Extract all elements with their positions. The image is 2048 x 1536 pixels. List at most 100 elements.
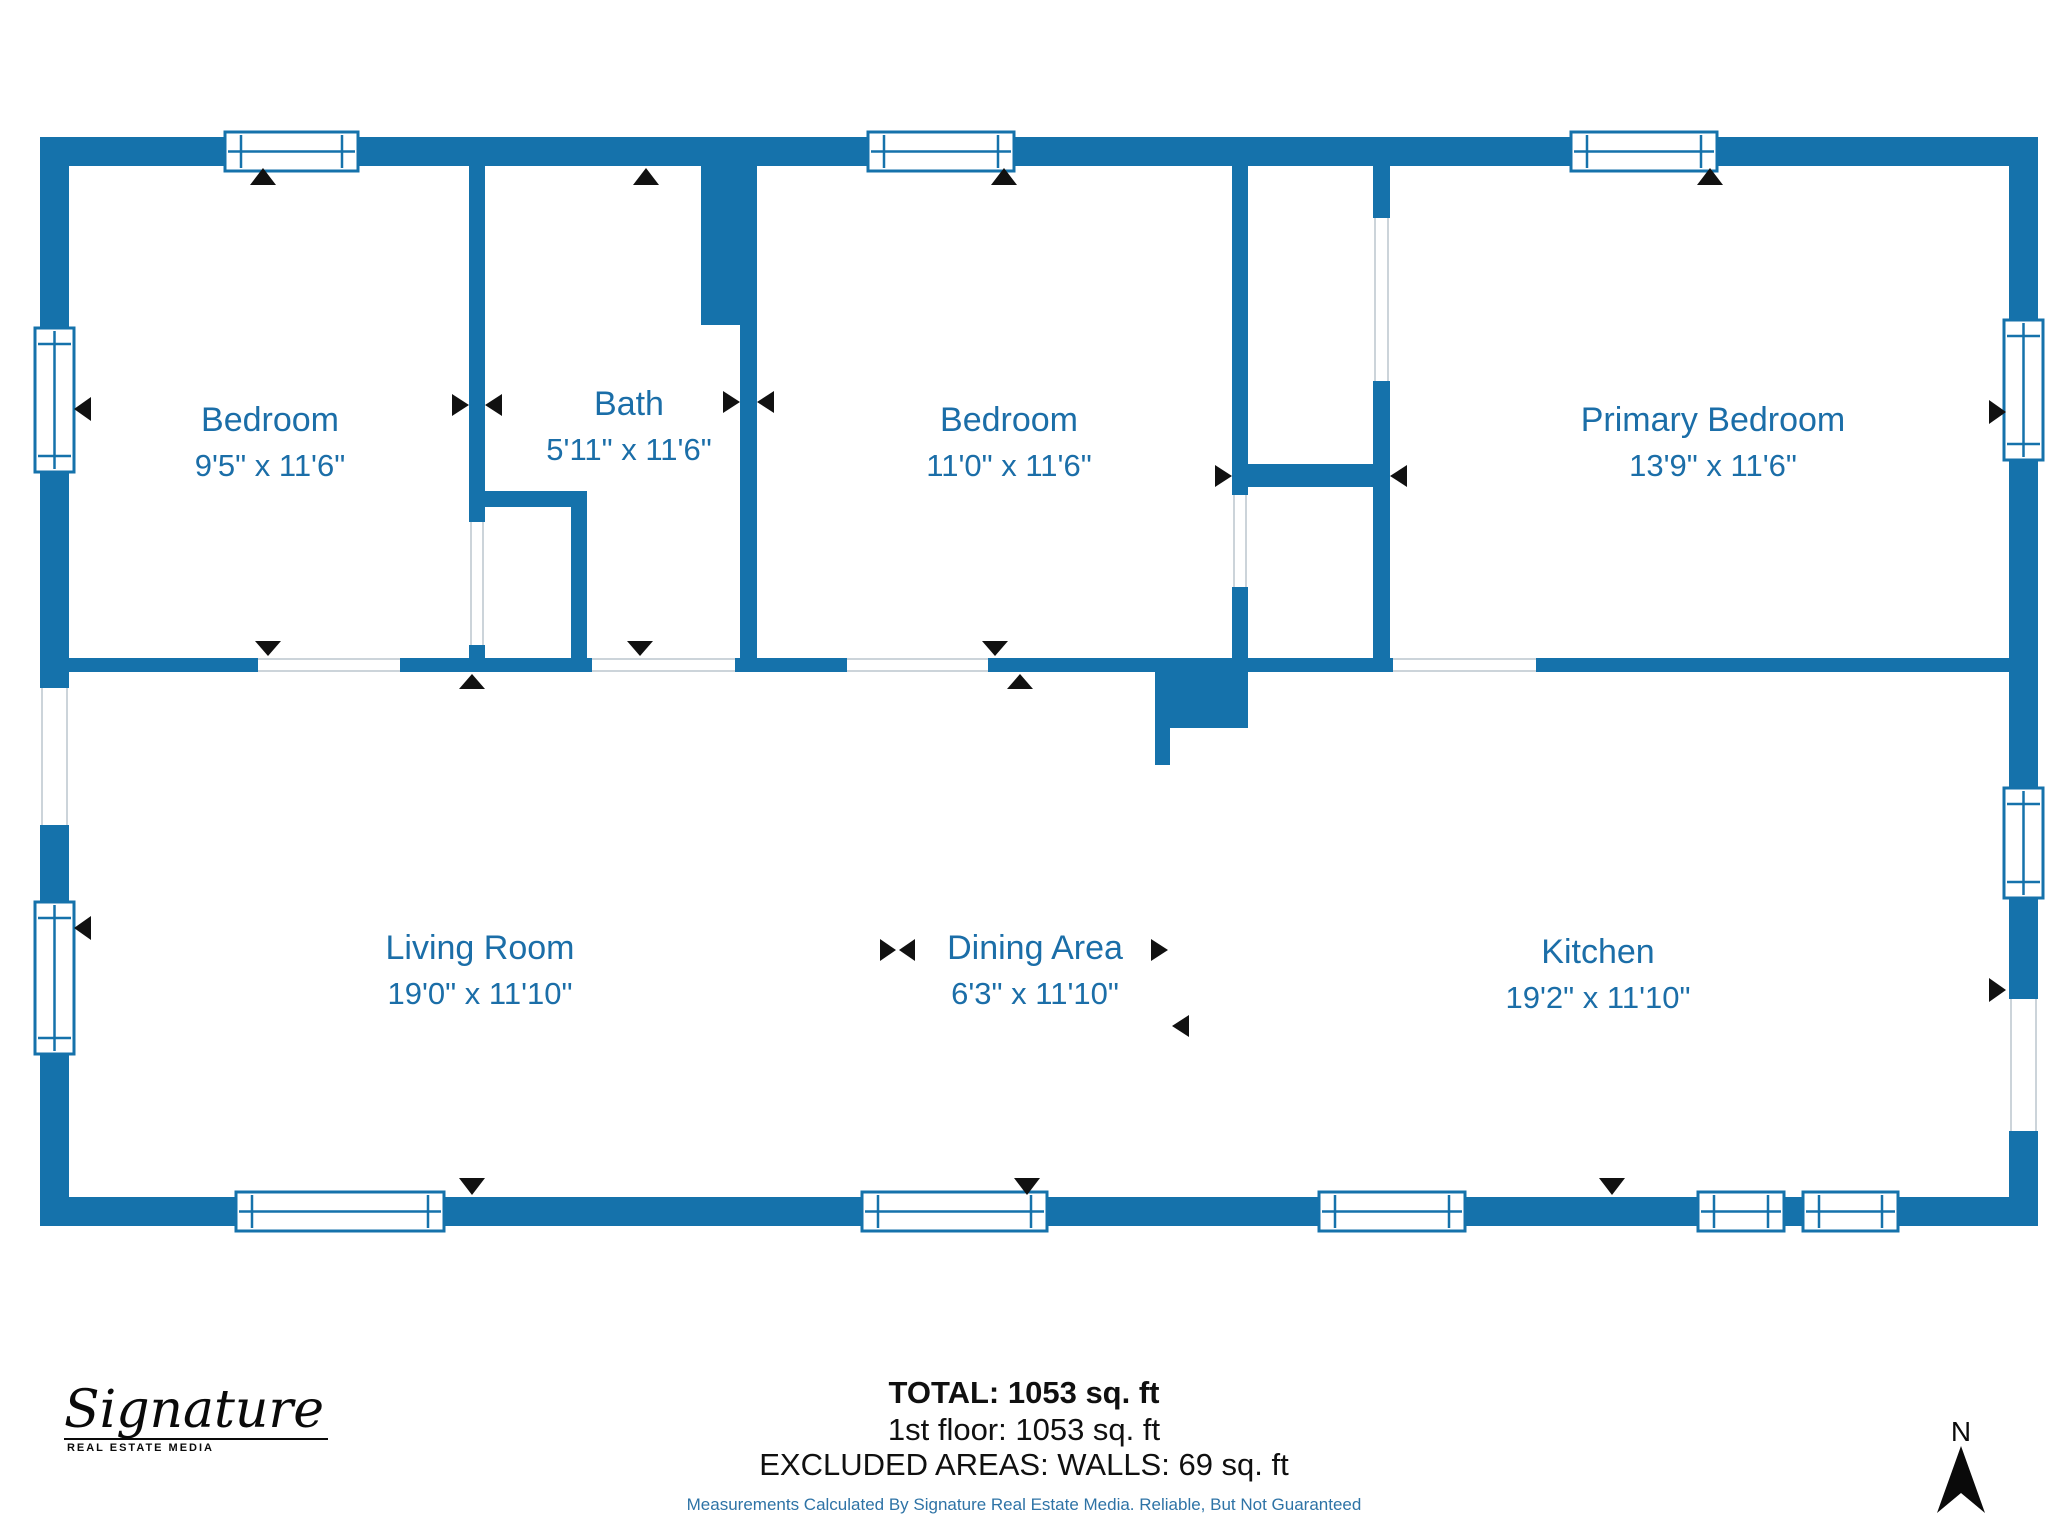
room-dims-bedroom1: 9'5" x 11'6" <box>195 448 345 483</box>
arrow-left-icon <box>899 939 915 961</box>
room-label-bedroom2: Bedroom <box>940 401 1078 439</box>
disclaimer-text: Measurements Calculated By Signature Rea… <box>686 1495 1362 1514</box>
wall-mid-seg-5 <box>1536 658 2010 672</box>
wall-bath-closet-top <box>485 491 587 507</box>
excluded-areas-text: EXCLUDED AREAS: WALLS: 69 sq. ft <box>759 1447 1289 1482</box>
wall-mid-seg-2 <box>400 658 592 672</box>
windows <box>33 130 2045 1233</box>
arrow-right-icon <box>1989 400 2006 424</box>
wall-bedroom1-bath-upper <box>469 166 485 522</box>
wall-bedroom2-closet-lower <box>1232 587 1248 672</box>
wall-left-upper <box>40 137 69 328</box>
window <box>234 1190 446 1233</box>
north-label: N <box>1950 1416 1972 1447</box>
threshold-primary-opening <box>1393 658 1536 672</box>
wall-mid-seg-1 <box>69 658 258 672</box>
room-dims-primary-bedroom: 13'9" x 11'6" <box>1629 448 1797 483</box>
arrow-right-icon <box>1215 465 1232 487</box>
window <box>33 326 76 474</box>
threshold-closet2-door <box>1233 495 1247 587</box>
arrow-right-icon <box>723 391 740 413</box>
wall-closet-primary-upper <box>1373 166 1390 218</box>
window <box>2002 318 2045 462</box>
window <box>2002 786 2045 900</box>
wall-bedroom2-closet-upper <box>1232 166 1248 495</box>
arrow-down-icon <box>1599 1178 1625 1195</box>
walls <box>40 137 2038 1226</box>
room-label-bath: Bath <box>594 385 664 423</box>
arrow-down-icon <box>255 641 281 656</box>
arrow-up-icon <box>991 168 1017 185</box>
window <box>1569 130 1719 173</box>
threshold-kitchen-door <box>2010 999 2037 1131</box>
threshold-left-opening <box>41 688 68 825</box>
arrow-left-icon <box>485 394 502 416</box>
wall-closet-divider <box>1232 464 1390 487</box>
wall-bath-bedroom2 <box>740 166 757 672</box>
wall-left-lower-b <box>40 1054 69 1226</box>
arrow-left-icon <box>74 916 91 940</box>
wall-mid-seg-4 <box>988 658 1393 672</box>
wall-step-column <box>1155 728 1170 765</box>
total-area-text: TOTAL: 1053 sq. ft <box>888 1375 1160 1410</box>
arrow-down-icon <box>459 1178 485 1195</box>
logo-wordmark: Signature <box>64 1384 329 1440</box>
threshold-bedroom2-door <box>847 658 988 672</box>
north-compass: N <box>1930 1418 1992 1518</box>
wall-bath-closet-right <box>571 507 587 672</box>
arrow-up-icon <box>250 168 276 185</box>
arrow-up-icon <box>459 674 485 689</box>
threshold-bedroom1-closet-door <box>470 522 484 645</box>
room-label-living-room: Living Room <box>386 929 575 967</box>
room-dims-dining-area: 6'3" x 11'10" <box>951 976 1119 1011</box>
room-dims-kitchen: 19'2" x 11'10" <box>1506 980 1691 1015</box>
arrow-right-icon <box>1989 978 2006 1002</box>
wall-left-mid <box>40 472 69 688</box>
first-floor-area-text: 1st floor: 1053 sq. ft <box>887 1412 1161 1447</box>
wall-closet-primary-lower <box>1373 381 1390 672</box>
room-dims-bedroom2: 11'0" x 11'6" <box>926 448 1091 483</box>
arrow-down-icon <box>1014 1178 1040 1195</box>
window <box>1317 1190 1467 1233</box>
room-dims-bath: 5'11" x 11'6" <box>546 432 711 467</box>
logo-subtitle: REAL ESTATE MEDIA <box>66 1442 214 1454</box>
wall-right-mid <box>2009 460 2038 788</box>
arrow-right-icon <box>1151 939 1168 961</box>
room-dims-living-room: 19'0" x 11'10" <box>388 976 573 1011</box>
arrow-down-icon <box>982 641 1008 656</box>
window <box>1801 1190 1900 1233</box>
wall-step-block <box>1155 672 1248 728</box>
arrow-markers <box>74 168 2006 1195</box>
wall-bedroom1-bath-stub <box>469 645 485 672</box>
arrow-down-icon <box>627 641 653 656</box>
wall-right-lower-b <box>2009 1131 2038 1226</box>
window <box>33 900 76 1056</box>
arrow-left-icon <box>74 397 91 421</box>
threshold-bedroom1-door <box>258 658 400 672</box>
threshold-primary-closet-door <box>1374 218 1389 381</box>
arrow-up-icon <box>1007 674 1033 689</box>
room-labels: Bedroom 9'5" x 11'6" Bath 5'11" x 11'6" … <box>195 385 1846 1015</box>
arrow-up-icon <box>1697 168 1723 185</box>
room-label-dining-area: Dining Area <box>947 929 1123 967</box>
area-summary: TOTAL: 1053 sq. ft 1st floor: 1053 sq. f… <box>0 1374 2048 1515</box>
room-label-kitchen: Kitchen <box>1541 933 1654 971</box>
signature-logo: Signature REAL ESTATE MEDIA <box>64 1384 329 1454</box>
window <box>860 1190 1049 1233</box>
threshold-bath-door <box>592 658 735 672</box>
wall-left-lower-a <box>40 825 69 902</box>
window <box>1696 1190 1786 1233</box>
window <box>223 130 360 173</box>
opening-thresholds <box>41 218 2037 1131</box>
wall-mid-seg-3 <box>735 658 847 672</box>
arrow-right-icon <box>452 394 469 416</box>
room-label-primary-bedroom: Primary Bedroom <box>1581 401 1846 439</box>
arrow-left-icon <box>757 391 774 413</box>
arrow-up-icon <box>633 168 659 185</box>
room-label-bedroom1: Bedroom <box>201 401 339 439</box>
wall-right-lower-a <box>2009 898 2038 999</box>
north-arrow-icon <box>1937 1446 1985 1513</box>
window <box>866 130 1016 173</box>
